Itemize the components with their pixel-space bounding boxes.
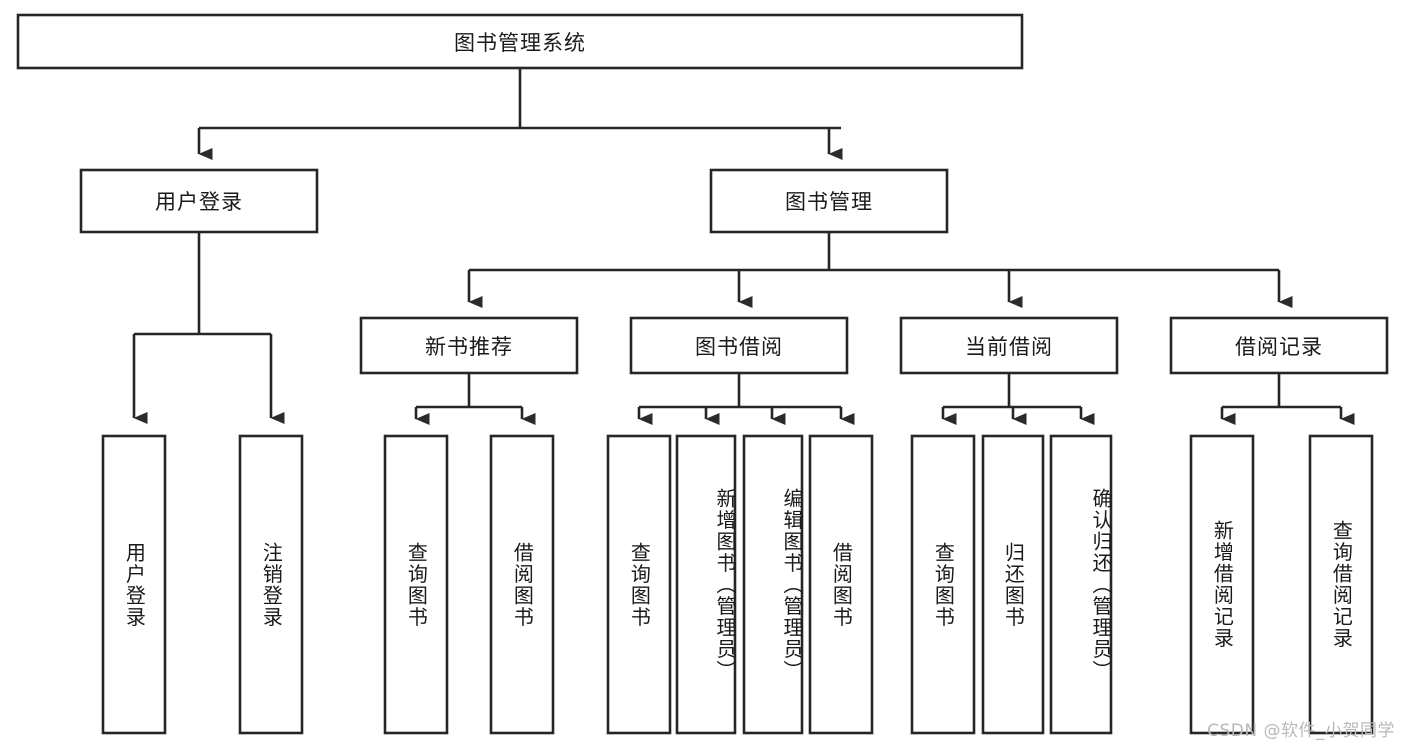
node-box-borrow[interactable]: [629, 316, 849, 375]
node-box-leaf-12[interactable]: [1189, 434, 1255, 735]
connectors-current-children: [941, 373, 1095, 425]
connectors-newbook-children: [414, 373, 536, 425]
node-box-bookmgmt[interactable]: [709, 168, 949, 234]
node-box-leaf-13[interactable]: [1308, 434, 1374, 735]
node-box-leaf-1[interactable]: [101, 434, 167, 735]
node-box-leaf-8[interactable]: [808, 434, 874, 735]
node-box-leaf-4[interactable]: [489, 434, 555, 735]
node-box-current[interactable]: [899, 316, 1119, 375]
node-box-leaf-6[interactable]: [675, 434, 737, 735]
node-box-leaf-5[interactable]: [606, 434, 672, 735]
node-box-leaf-7[interactable]: [742, 434, 804, 735]
node-box-newbook[interactable]: [359, 316, 579, 375]
connectors-record-children: [1220, 373, 1355, 425]
node-box-record[interactable]: [1169, 316, 1389, 375]
node-box-leaf-2[interactable]: [238, 434, 304, 735]
watermark-text: CSDN @软件_小贺同学: [1207, 721, 1395, 741]
connectors-level1-to-level2: [197, 68, 843, 160]
node-box-leaf-3[interactable]: [383, 434, 449, 735]
node-box-root[interactable]: [16, 13, 1024, 70]
connectors-login-children: [132, 232, 285, 424]
node-box-leaf-11[interactable]: [1049, 434, 1113, 735]
connectors-bookmgmt-children: [467, 232, 1293, 308]
node-box-leaf-9[interactable]: [910, 434, 976, 735]
node-box-login[interactable]: [79, 168, 319, 234]
connectors-borrow-children: [637, 373, 855, 425]
node-box-leaf-10[interactable]: [981, 434, 1045, 735]
